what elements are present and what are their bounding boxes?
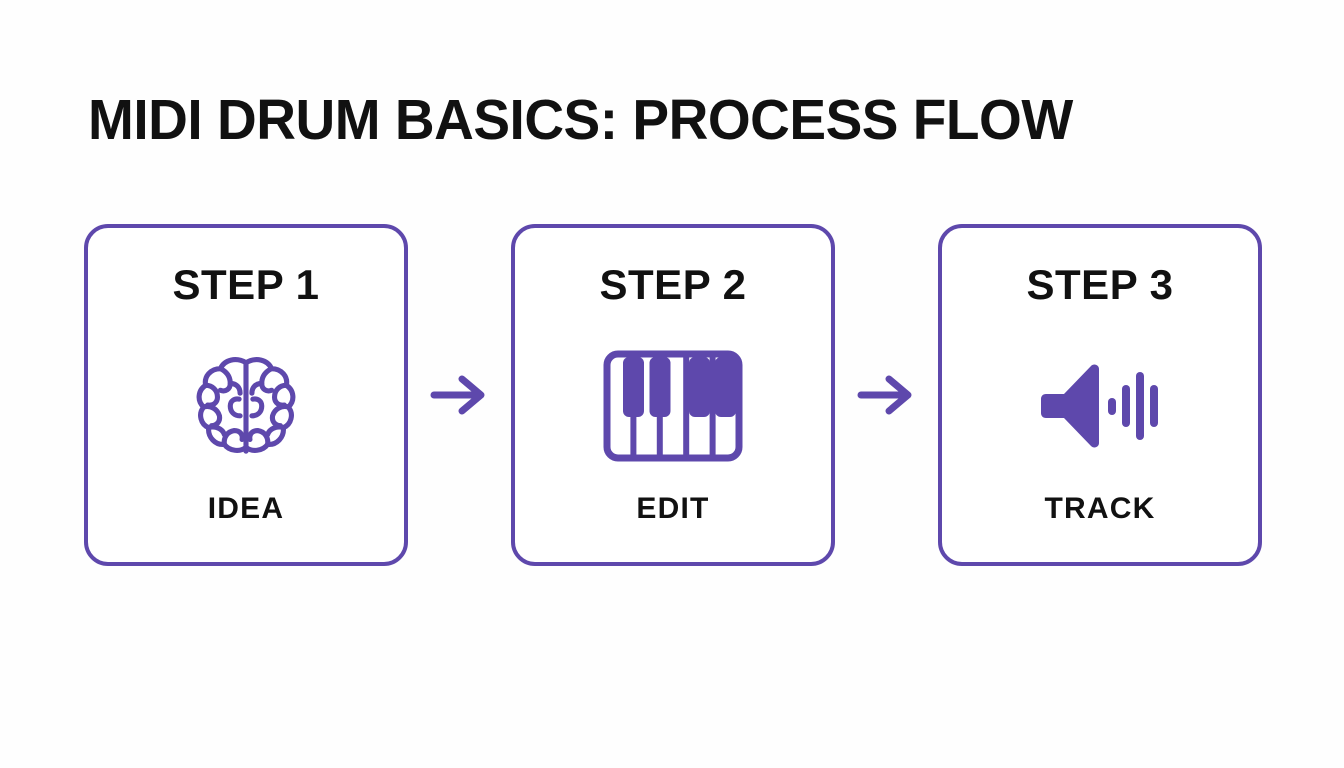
arrow-right-icon — [430, 375, 484, 415]
speaker-volume-icon — [1041, 364, 1158, 448]
page-title: MIDI DRUM BASICS: PROCESS FLOW — [88, 88, 1073, 152]
step-label-2: EDIT — [636, 492, 710, 525]
step-label-3: TRACK — [1044, 492, 1156, 525]
step-heading-2: STEP 2 — [599, 261, 747, 308]
step-icon-3-wrapper — [942, 346, 1258, 466]
arrow-right-icon — [857, 375, 911, 415]
flow-connector-1 — [429, 369, 491, 421]
step-card-1[interactable]: STEP 1 — [84, 224, 408, 566]
flow-connector-2 — [856, 369, 918, 421]
step-heading-1: STEP 1 — [172, 261, 320, 308]
piano-keyboard-icon — [603, 350, 743, 462]
step-label-1: IDEA — [207, 492, 285, 525]
process-flow-row: STEP 1 — [84, 224, 1262, 566]
step-card-3[interactable]: STEP 3 TRACK — [938, 224, 1262, 566]
brain-icon — [196, 357, 296, 454]
step-icon-2-wrapper — [515, 346, 831, 466]
step-card-2[interactable]: STEP 2 — [511, 224, 835, 566]
step-heading-3: STEP 3 — [1026, 261, 1174, 308]
step-icon-1-wrapper — [88, 346, 404, 466]
